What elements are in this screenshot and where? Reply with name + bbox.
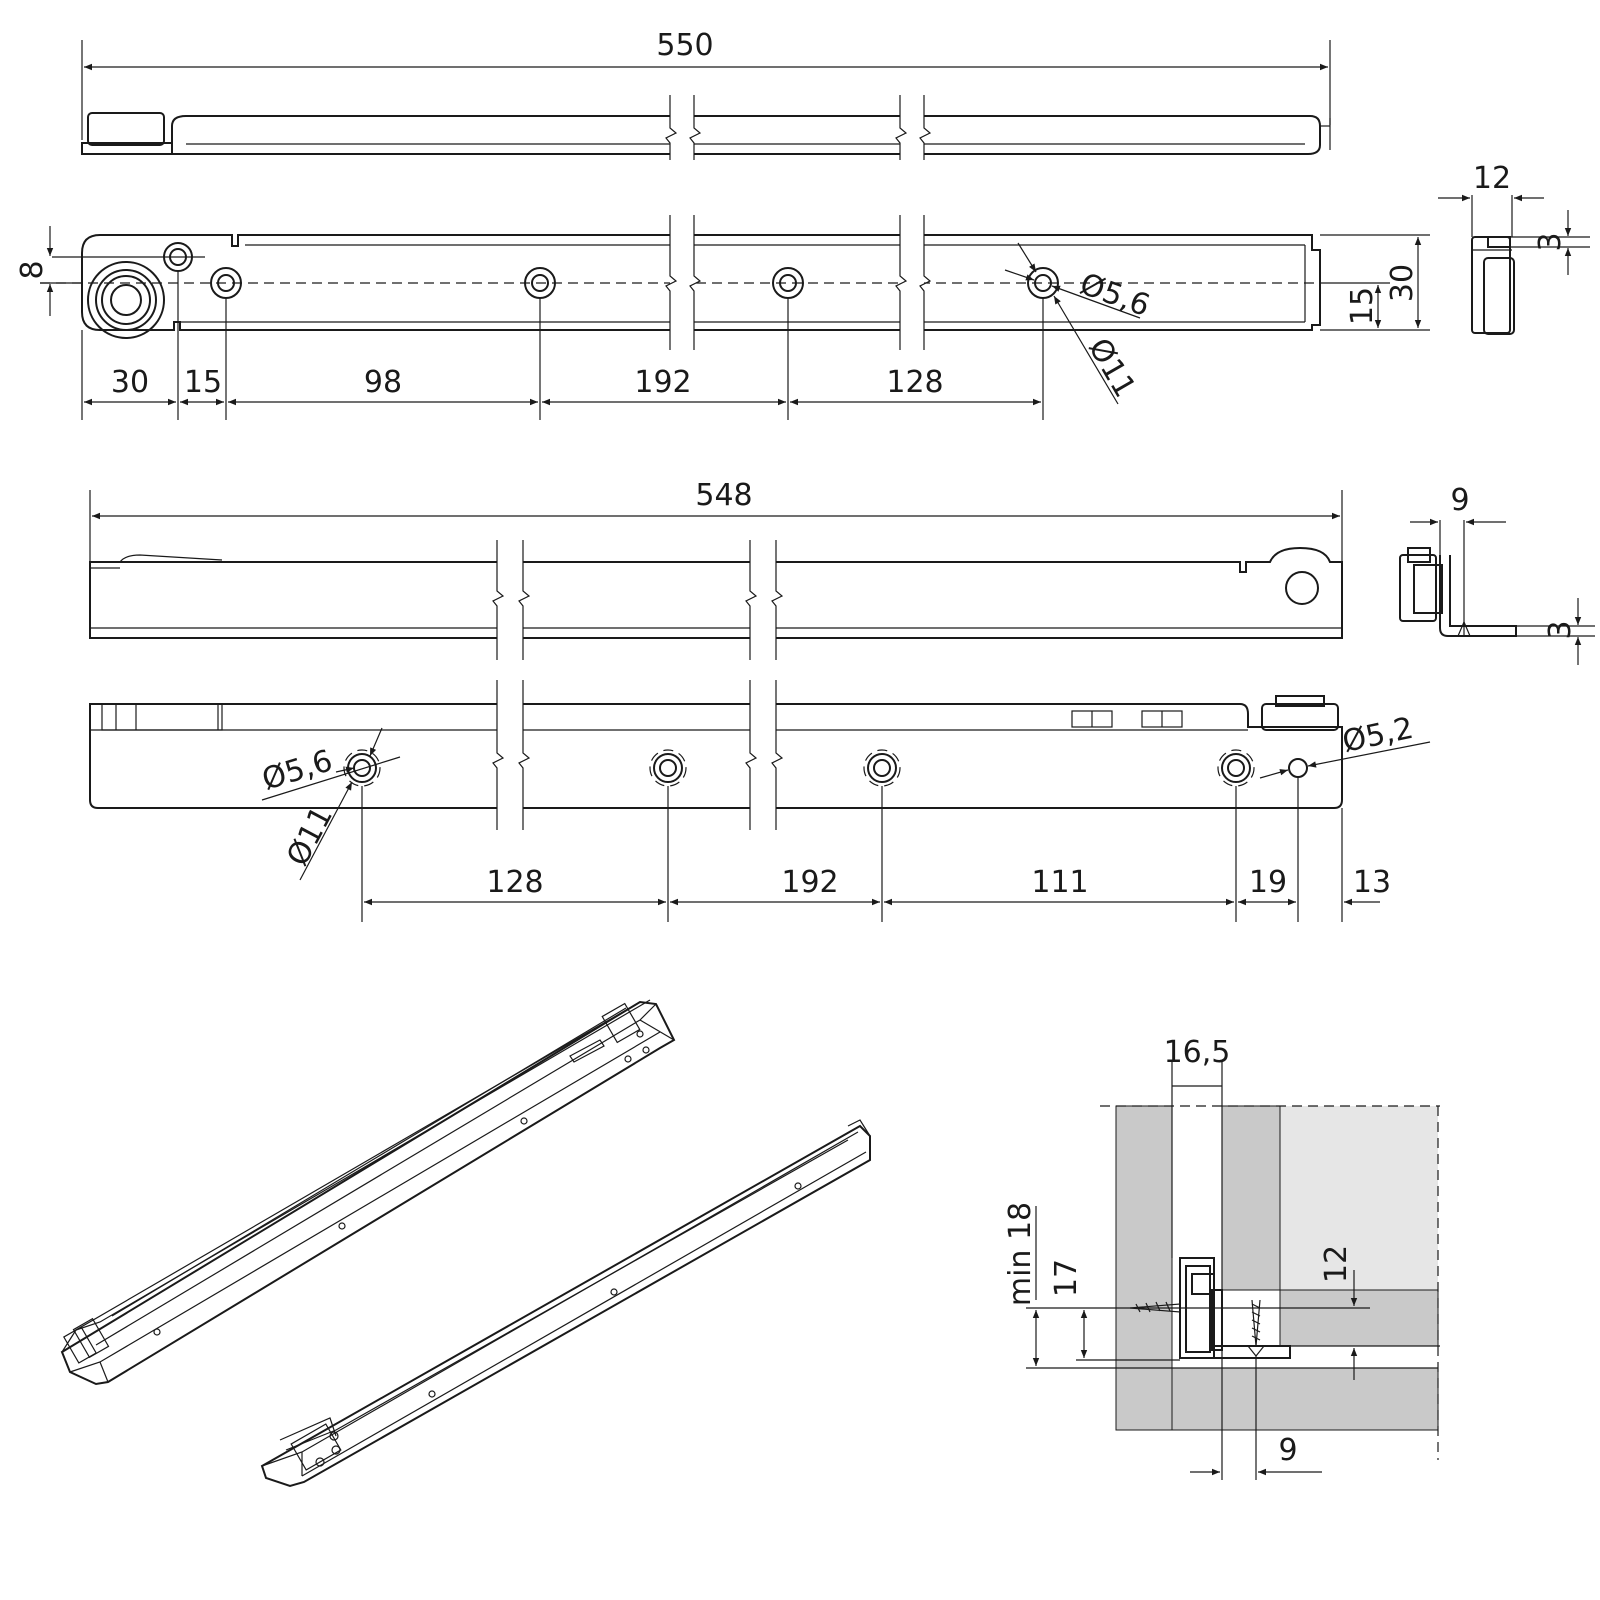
cabinet-runner-end-view: 9 3 (1399, 483, 1595, 665)
pitch-128-label: 128 (886, 365, 943, 400)
flange-3-label: 3 (1533, 232, 1568, 251)
drawer-runner-end-view: 12 3 (1438, 161, 1590, 335)
isometric-runners-view (60, 999, 871, 1488)
countersink-diameter-label: Ø11 (1081, 333, 1142, 404)
gap-12-label: 12 (1319, 1245, 1354, 1283)
length-550-label: 550 (656, 28, 713, 63)
pitch-98-label: 98 (364, 365, 402, 400)
face-pitch-192-label: 192 (781, 865, 838, 900)
cabinet-runner-side-view: 548 (89, 478, 1343, 660)
cabinet-runner-face-view: Ø5,6 Ø11 Ø5,2 128 192 111 19 13 (89, 680, 1431, 922)
setback-9-label: 9 (1278, 1433, 1297, 1468)
face-countersink-label: Ø11 (280, 801, 340, 872)
length-548-label: 548 (695, 478, 752, 513)
pitch-15-label: 15 (184, 365, 222, 400)
width-9-label: 9 (1450, 483, 1469, 518)
offset-16-5-label: 16,5 (1164, 1035, 1231, 1070)
face-pitch-19-label: 19 (1249, 865, 1287, 900)
hole-diameter-label: Ø5,6 (1075, 267, 1154, 324)
pitch-192-label: 192 (634, 365, 691, 400)
face-pitch-13-label: 13 (1353, 865, 1391, 900)
drawer-runner-side-view: 550 (81, 28, 1331, 160)
pitch-30-label: 30 (111, 365, 149, 400)
installation-section-view: 16,5 min 18 17 12 9 (1003, 1035, 1440, 1480)
hole-height-15-label: 15 (1345, 287, 1380, 325)
width-12-label: 12 (1473, 161, 1511, 196)
face-pitch-111-label: 111 (1031, 865, 1088, 900)
face-pitch-128-label: 128 (486, 865, 543, 900)
height-30-label: 30 (1385, 264, 1420, 302)
small-hole-diameter-label: Ø5,2 (1339, 711, 1416, 760)
flange-3-end-label: 3 (1543, 620, 1578, 639)
drawer-runner-face-view: 8 30 15 98 192 128 Ø5,6 Ø11 30 15 (15, 215, 1430, 420)
height-17-label: 17 (1049, 1259, 1084, 1297)
min-thickness-label: min 18 (1003, 1202, 1038, 1306)
offset-8-label: 8 (15, 260, 50, 279)
